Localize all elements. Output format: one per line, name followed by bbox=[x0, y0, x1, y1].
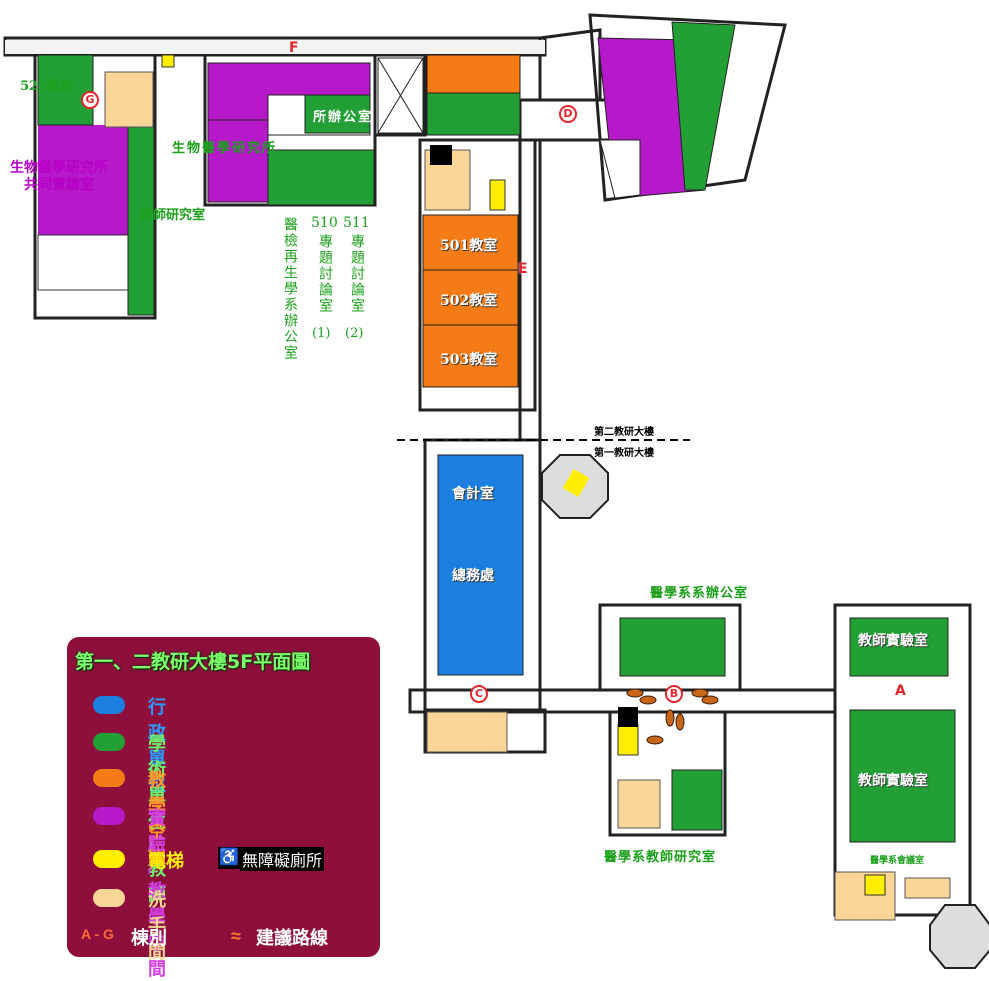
legend-swatch-lab bbox=[93, 807, 125, 825]
accessible-icon-bottom bbox=[618, 707, 638, 727]
legend-route-label: 建議路線 bbox=[256, 928, 328, 949]
legend-row-buildings: A - G 棟別 ≈ 建議路線 bbox=[81, 924, 371, 950]
building-a-marker: A bbox=[895, 683, 906, 699]
room-525-label: 525教室 bbox=[20, 79, 74, 94]
classroom-502-label: 502教室 bbox=[440, 293, 498, 309]
legend-label-accessible: 無障礙廁所 bbox=[240, 847, 325, 871]
classroom-503-label: 503教室 bbox=[440, 352, 498, 368]
legend-title: 第一、二教研大樓5F平面圖 bbox=[75, 651, 311, 673]
legend-row-elevator: 電梯 ♿ 無障礙廁所 bbox=[93, 847, 373, 873]
building-d-marker: D bbox=[559, 105, 577, 123]
legend-label-elevator: 電梯 bbox=[148, 851, 184, 872]
legend-swatch-teaching bbox=[93, 769, 125, 787]
legend-label-restroom: 洗手間 bbox=[148, 890, 166, 963]
seminar-510-label: 專題討論室 bbox=[317, 234, 333, 314]
medical-faculty-room-label: 醫學系教師研究室 bbox=[604, 850, 717, 865]
building-label-first: 第一教研大樓 bbox=[594, 448, 654, 459]
top-corridor bbox=[5, 40, 545, 54]
legend-swatch-elevator bbox=[93, 850, 125, 868]
purple-lab-area bbox=[38, 125, 130, 235]
accounting-label: 會計室 bbox=[452, 486, 494, 502]
seminar-510-suffix: (1) bbox=[312, 326, 331, 341]
building-g-marker: G bbox=[81, 91, 99, 109]
classroom-503 bbox=[422, 324, 519, 388]
legend-panel: 第一、二教研大樓5F平面圖 行政單位 學術單位 / 教師 教學空間 實驗 / 教… bbox=[67, 637, 380, 980]
legend-building-label: 棟別 bbox=[131, 928, 167, 949]
building-e-marker: E bbox=[518, 261, 528, 277]
building-f-marker: F bbox=[289, 40, 299, 56]
classroom-501-label: 501教室 bbox=[440, 238, 498, 254]
legend-label-teaching: 教學空間 bbox=[148, 770, 166, 869]
seminar-510-num: 510 bbox=[311, 215, 338, 231]
legend-label-lab: 實驗 / 教學空間 bbox=[148, 808, 166, 980]
medical-faculty-room bbox=[671, 769, 723, 831]
biomed-institute-label: 生物醫學研究所 bbox=[172, 141, 278, 156]
building-b-marker: B bbox=[665, 685, 683, 703]
med-regen-office-label: 醫檢再生學系辦公室 bbox=[282, 217, 298, 361]
faculty-lab-label-bottom: 教師實驗室 bbox=[858, 773, 928, 789]
seminar-511-num: 511 bbox=[343, 215, 370, 231]
legend-swatch-academic bbox=[93, 733, 125, 751]
medical-dept-office-label: 醫學系系辦公室 bbox=[650, 586, 749, 601]
seminar-511-label: 專題討論室 bbox=[349, 234, 365, 314]
legend-label-academic: 學術單位 / 教師 bbox=[148, 734, 166, 906]
route-footprints bbox=[626, 688, 719, 745]
route-icon: ≈ bbox=[231, 926, 241, 946]
admin-block bbox=[437, 454, 524, 676]
faculty-lab-top bbox=[849, 617, 949, 677]
institute-office-label: 所辦公室 bbox=[313, 110, 374, 125]
general-affairs-label: 總務處 bbox=[452, 568, 494, 584]
legend-label-admin: 行政單位 bbox=[148, 697, 166, 796]
classroom-502 bbox=[422, 269, 519, 326]
classroom-501 bbox=[422, 214, 519, 271]
legend-swatch-admin bbox=[93, 696, 125, 714]
legend-swatch-restroom bbox=[93, 889, 125, 907]
biomed-lab-label: 生物醫學研究所 共同實驗室 bbox=[10, 160, 108, 193]
accessible-icon: ♿ bbox=[218, 847, 240, 869]
building-label-second: 第二教研大樓 bbox=[594, 427, 654, 438]
left-green-column bbox=[127, 124, 155, 316]
legend-building-range: A - G bbox=[81, 926, 114, 942]
medical-meeting-room-label: 醫學系會議室 bbox=[870, 856, 925, 866]
building-c-marker: C bbox=[470, 685, 488, 703]
faculty-research-label: 教師研究室 bbox=[140, 208, 206, 223]
faculty-lab-label-top: 教師實驗室 bbox=[858, 633, 928, 649]
seminar-511-suffix: (2) bbox=[345, 326, 364, 341]
medical-dept-office bbox=[619, 617, 726, 677]
accessible-icon-top bbox=[430, 145, 452, 165]
faculty-lab-bottom bbox=[849, 709, 956, 843]
